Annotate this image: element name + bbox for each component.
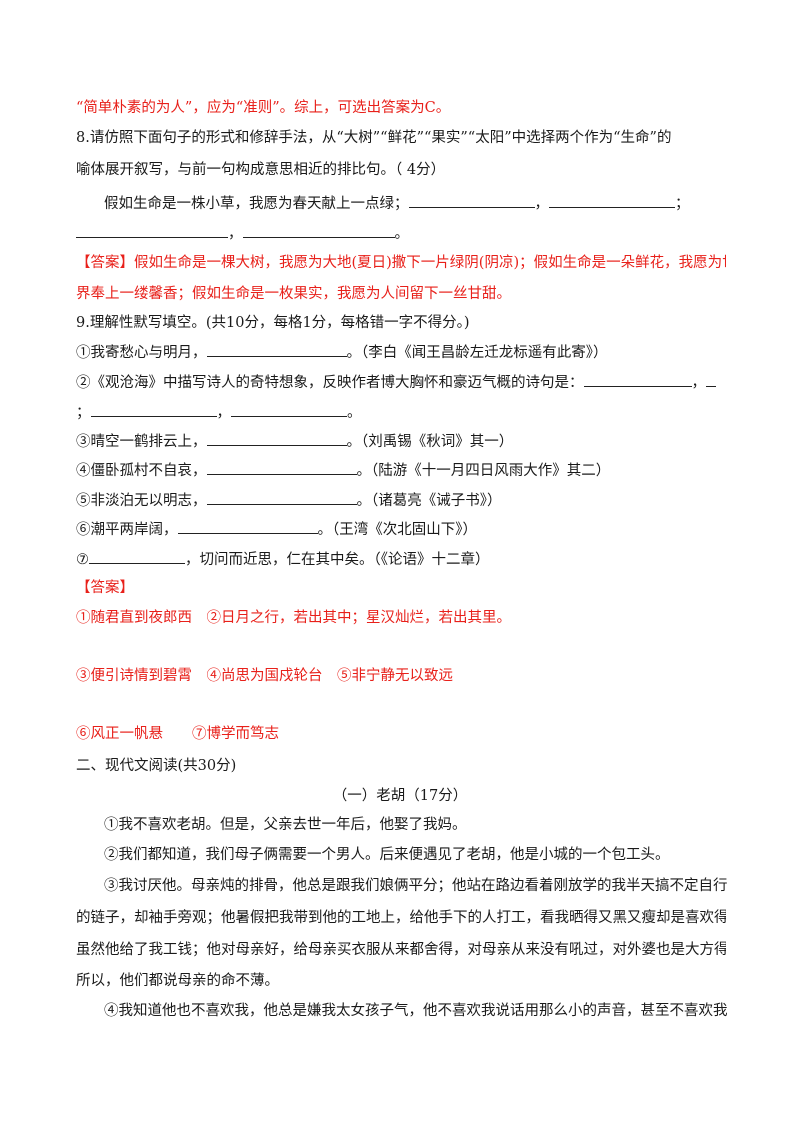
q9-item-text: ⑥潮平两岸阔， xyxy=(76,522,178,538)
punct: ， xyxy=(534,196,550,212)
punct: ； xyxy=(675,196,690,212)
q9-blank[interactable] xyxy=(583,372,692,387)
q8-blank-line: ，。 xyxy=(76,223,726,244)
q9-item-text: ①我寄愁心与明月， xyxy=(76,345,207,361)
q9-item-2-cont: ； ， 。 xyxy=(76,402,726,423)
q9-item-7: ⑦ ，切问而近思，仁在其中矣。（《论语》十二章） xyxy=(76,549,726,570)
punct: ， xyxy=(691,375,707,391)
q9-blank[interactable] xyxy=(89,549,185,564)
q9-item-text: ②《观沧海》中描写诗人的奇特想象，反映作者博大胸怀和豪迈气概的诗句是： xyxy=(76,375,584,391)
q9-answers-row3: ⑥风正一帆悬 ⑦博学而笃志 xyxy=(76,726,279,742)
passage-paragraph-4-line1: ④我知道他也不喜欢我，他总是嫌我太女孩子气，他不喜欢我说话用那么小的声音，甚至不… xyxy=(104,1003,728,1019)
q9-item-text: 。（诸葛亮《诫子书》） xyxy=(356,493,502,509)
q9-item-2: ②《观沧海》中描写诗人的奇特想象，反映作者博大胸怀和豪迈气概的诗句是： ， xyxy=(76,372,726,393)
q9-item-text: ，切问而近思，仁在其中矣。（《论语》十二章） xyxy=(185,552,490,568)
q9-item-4: ④僵卧孤村不自哀， 。（陆游《十一月四日风雨大作》其二） xyxy=(76,460,726,481)
q9-blank[interactable] xyxy=(706,372,716,387)
q8-example-line: 假如生命是一株小草，我愿为春天献上一点绿； ， ； xyxy=(104,193,728,214)
q9-item-1: ①我寄愁心与明月， 。（李白《闻王昌龄左迁龙标遥有此寄》） xyxy=(76,342,726,363)
q8-emphasis-char: 两 xyxy=(555,130,570,146)
q9-blank[interactable] xyxy=(206,431,347,446)
q9-item-text: 。（刘禹锡《秋词》其一） xyxy=(346,434,514,450)
q8-prompt-text: 作为“生命”的 xyxy=(584,130,672,146)
q9-item-5: ⑤非淡泊无以明志， 。（诸葛亮《诫子书》） xyxy=(76,490,726,511)
q9-item-text: 。（李白《闻王昌龄左迁龙标遥有此寄》） xyxy=(346,345,608,361)
q9-item-3: ③晴空一鹤排云上， 。（刘禹锡《秋词》其一） xyxy=(76,431,726,452)
q9-item-text: ⑤非淡泊无以明志， xyxy=(76,493,207,509)
q9-blank[interactable] xyxy=(90,402,217,417)
q9-blank[interactable] xyxy=(206,342,347,357)
q8-blank-2[interactable] xyxy=(549,193,675,208)
punct: 。 xyxy=(394,226,410,242)
q9-answers-row2: ③便引诗情到碧霄 ④尚思为国戍轮台 ⑤非宁静无以致远 xyxy=(76,668,453,684)
q8-blank-4[interactable] xyxy=(242,223,395,238)
q8-example: 假如生命是一株小草，我愿为春天献上一点绿； xyxy=(104,196,409,212)
q9-blank[interactable] xyxy=(231,402,347,417)
passage-paragraph-3-line2: 的链子，却袖手旁观；他暑假把我带到他的工地上，给他手下的人打工，看我晒得又黑又瘦… xyxy=(76,910,726,926)
q9-prompt: 9.理解性默写填空。(共10分，每格1分，每格错一字不得分。) xyxy=(76,315,470,331)
q8-blank-3[interactable] xyxy=(76,223,228,238)
q8-blank-1[interactable] xyxy=(408,193,535,208)
passage-paragraph-3-line1: ③我讨厌他。母亲炖的排骨，他总是跟我们娘俩平分；他站在路边看着刚放学的我半天搞不… xyxy=(104,878,728,894)
q9-item-text: ③晴空一鹤排云上， xyxy=(76,434,207,450)
q9-item-6: ⑥潮平两岸阔， 。（王湾《次北固山下》） xyxy=(76,519,726,540)
q9-blank[interactable] xyxy=(206,490,357,505)
passage-paragraph-3-line4: 所以，他们都说母亲的命不薄。 xyxy=(76,973,279,989)
q9-answers-row1: ①随君直到夜郎西 ②日月之行，若出其中；星汉灿烂，若出其里。 xyxy=(76,610,511,626)
passage-paragraph-2: ②我们都知道，我们母子俩需要一个男人。后来便遇见了老胡，他是小城的一个包工头。 xyxy=(104,847,670,863)
q8-answer-line1: 【答案】假如生命是一棵大树，我愿为大地(夏日)撒下一片绿阴(阴凉)；假如生命是一… xyxy=(76,255,726,271)
q8-answer-line2: 界奉上一缕馨香；假如生命是一枚果实，我愿为人间留下一丝甘甜。 xyxy=(76,286,511,302)
q9-item-text: ⑦ xyxy=(76,552,89,568)
q9-answer-label: 【答案】 xyxy=(76,580,134,596)
q7-answer-tail: “简单朴素的为人”，应为“准则”。综上，可选出答案为C。 xyxy=(76,100,451,116)
passage-paragraph-3-line3: 虽然他给了我工钱；他对母亲好，给母亲买衣服从来都舍得，对母亲从来没有吼过，对外婆… xyxy=(76,942,726,958)
q8-prompt-line2: 喻体展开叙写，与前一句构成意思相近的排比句。（ 4分） xyxy=(76,162,446,178)
passage-title: （一）老胡（17分） xyxy=(332,788,468,804)
punct: ， xyxy=(216,405,232,421)
q9-blank[interactable] xyxy=(177,519,318,534)
q9-item-text: 。（陆游《十一月四日风雨大作》其二） xyxy=(356,463,611,479)
section2-heading: 二、现代文阅读(共30分) xyxy=(76,758,237,774)
punct: ； xyxy=(76,405,91,421)
q9-item-text: 。（王湾《次北固山下》） xyxy=(317,522,478,538)
q8-prompt-text: 8.请仿照下面句子的形式和修辞手法，从“大树”“鲜花”“果实”“太阳”中选择 xyxy=(76,130,556,146)
punct: 。 xyxy=(347,405,362,421)
passage-paragraph-1: ①我不喜欢老胡。但是，父亲去世一年后，他娶了我妈。 xyxy=(104,817,467,833)
q8-prompt-line1: 8.请仿照下面句子的形式和修辞手法，从“大树”“鲜花”“果实”“太阳”中选择两个… xyxy=(76,128,726,148)
q9-item-text: ④僵卧孤村不自哀， xyxy=(76,463,207,479)
q9-blank[interactable] xyxy=(206,460,357,475)
q8-emphasis-char: 个 xyxy=(570,130,585,146)
punct: ， xyxy=(228,226,243,242)
